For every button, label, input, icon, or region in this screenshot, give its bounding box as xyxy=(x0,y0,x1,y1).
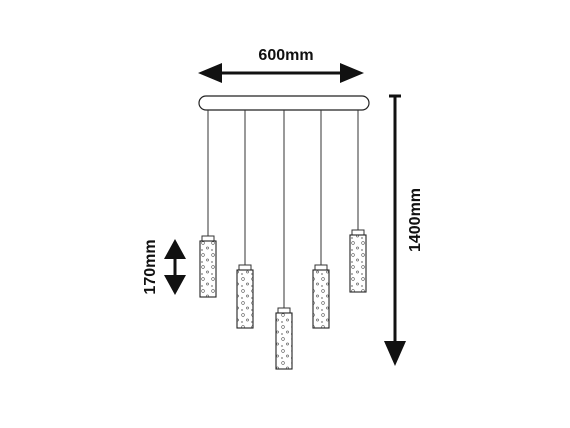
pendant-arrow-down-icon xyxy=(164,275,186,295)
pendant-4 xyxy=(312,110,330,329)
pendant-2-cap xyxy=(238,264,252,271)
width-label: 600mm xyxy=(258,47,313,64)
pendant-1-shade xyxy=(199,240,217,298)
pendant-2 xyxy=(236,110,254,329)
pendant-1 xyxy=(199,110,217,298)
pendant-3-cap xyxy=(277,307,291,314)
pendant-length-label: 170mm xyxy=(142,239,159,294)
ceiling-bar xyxy=(198,95,370,111)
pendant-2-shade xyxy=(236,269,254,329)
width-arrow-right-icon xyxy=(340,63,364,83)
pendant-4-shade xyxy=(312,269,330,329)
pendant-5 xyxy=(349,110,367,293)
pendant-dimension: 170mm xyxy=(142,239,186,295)
height-label: 1400mm xyxy=(407,188,424,252)
pendant-4-cap xyxy=(314,264,328,271)
pendant-5-shade xyxy=(349,234,367,293)
width-dimension: 600mm xyxy=(198,47,364,83)
pendant-arrow-up-icon xyxy=(164,239,186,259)
height-dimension: 1400mm xyxy=(384,94,424,366)
pendant-3-shade xyxy=(275,312,293,370)
pendant-3 xyxy=(275,110,293,370)
width-arrow-left-icon xyxy=(198,63,222,83)
pendant-5-cap xyxy=(351,229,365,236)
pendant-1-cap xyxy=(201,235,215,242)
height-arrow-down-icon xyxy=(384,341,406,366)
